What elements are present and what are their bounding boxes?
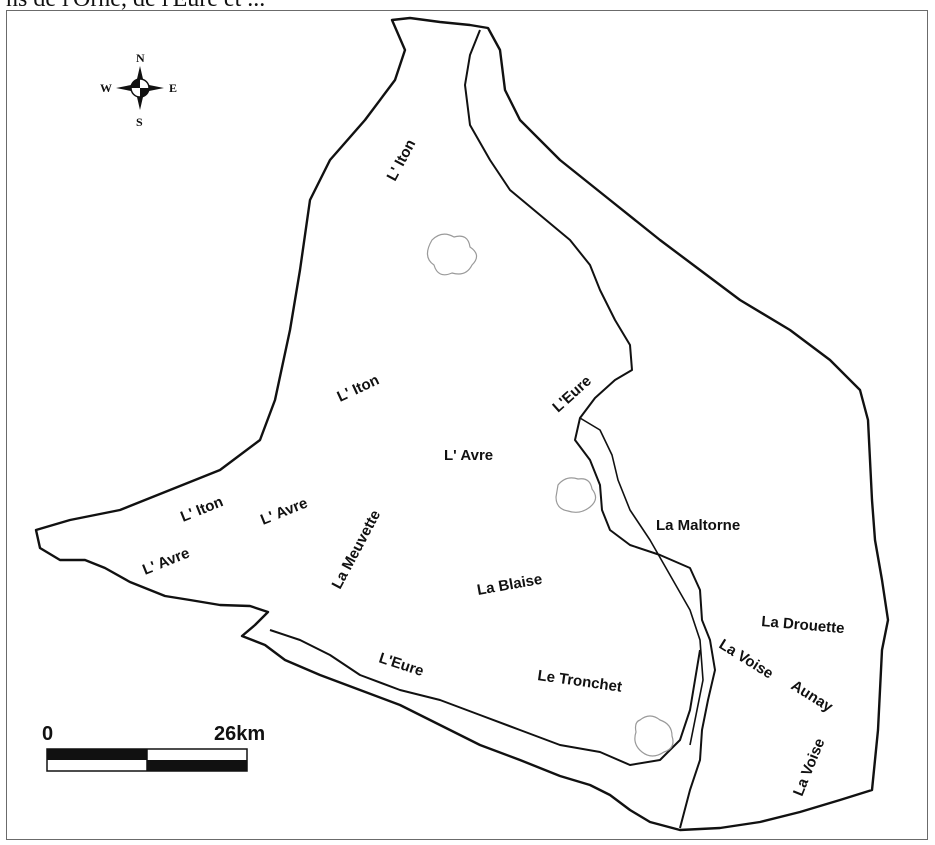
label-iton-mid: L' Iton [335, 371, 382, 405]
lake-patch-center [555, 477, 597, 513]
label-avre-mid: L' Avre [258, 495, 310, 529]
label-eure-south: L'Eure [377, 650, 426, 680]
compass-south: S [136, 115, 143, 129]
label-blaise: La Blaise [476, 571, 544, 599]
lake-patch-north [426, 233, 478, 276]
scale-bar: 0 26km [42, 723, 265, 772]
label-iton-west: L' Iton [178, 493, 226, 525]
scale-end-label: 26km [214, 723, 265, 745]
lake-patch-south [634, 715, 674, 757]
label-voise-2: La Voise [790, 736, 828, 799]
central-divide [579, 417, 704, 746]
compass-north: N [136, 51, 145, 65]
southern-divide [269, 629, 701, 766]
label-drouette: La Drouette [761, 613, 846, 637]
compass-rose-icon: N S W E [100, 51, 177, 129]
label-eure-north: L'Eure [549, 373, 595, 416]
label-aunay: Aunay [788, 677, 836, 716]
compass-east: E [169, 81, 177, 95]
label-voise-1: La Voise [716, 636, 776, 683]
label-avre-west: L' Avre [140, 545, 192, 579]
scale-start-label: 0 [42, 723, 53, 745]
label-maltorne: La Maltorne [656, 517, 740, 534]
label-meuvette: La Meuvette [329, 507, 385, 592]
map-frame [6, 10, 928, 840]
basin-boundary [34, 16, 890, 832]
label-tronchet: Le Tronchet [536, 667, 623, 696]
eastern-divide [464, 29, 716, 829]
label-iton-north: L' Iton [384, 137, 420, 184]
page-caption: ns de l'Orne, de l'Eure et ... [6, 0, 265, 13]
compass-west: W [100, 81, 112, 95]
label-avre-center: L' Avre [444, 447, 493, 464]
